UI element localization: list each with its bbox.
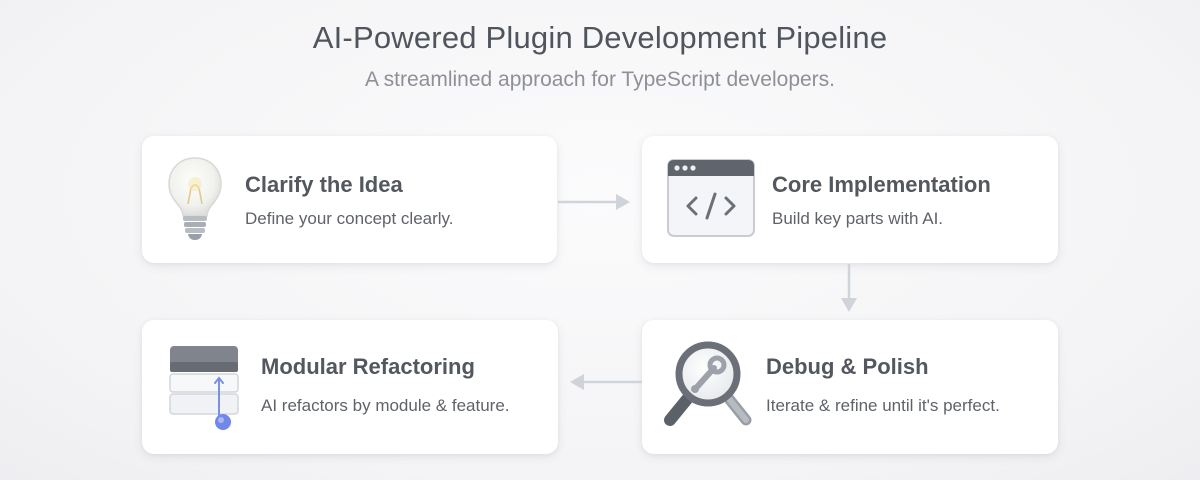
step-description: Define your concept clearly. xyxy=(245,209,454,228)
lightbulb-icon xyxy=(164,154,226,249)
step-description: Build key parts with AI. xyxy=(772,209,944,228)
step-card-clarify: Clarify the Idea Define your concept cle… xyxy=(142,136,557,263)
code-window-icon xyxy=(666,158,756,243)
page-title: AI-Powered Plugin Development Pipeline xyxy=(312,20,888,55)
arrow-down-connector xyxy=(839,264,859,321)
arrow-left-connector xyxy=(568,372,642,397)
page-subtitle: A streamlined approach for TypeScript de… xyxy=(364,68,836,91)
step-card-core: Core Implementation Build key parts with… xyxy=(642,136,1058,263)
step-title: Core Implementation xyxy=(772,172,991,197)
step-card-refactor: Modular Refactoring AI refactors by modu… xyxy=(142,320,558,454)
step-card-debug: Debug & Polish Iterate & refine until it… xyxy=(642,320,1058,454)
stacked-modules-icon xyxy=(166,342,246,439)
magnifier-wrench-icon xyxy=(662,340,758,437)
step-description: AI refactors by module & feature. xyxy=(261,396,510,415)
step-description: Iterate & refine until it's perfect. xyxy=(766,396,1000,415)
step-title: Modular Refactoring xyxy=(261,354,475,379)
step-title: Debug & Polish xyxy=(766,354,929,379)
step-title: Clarify the Idea xyxy=(245,172,403,197)
arrow-right-connector xyxy=(558,192,634,217)
